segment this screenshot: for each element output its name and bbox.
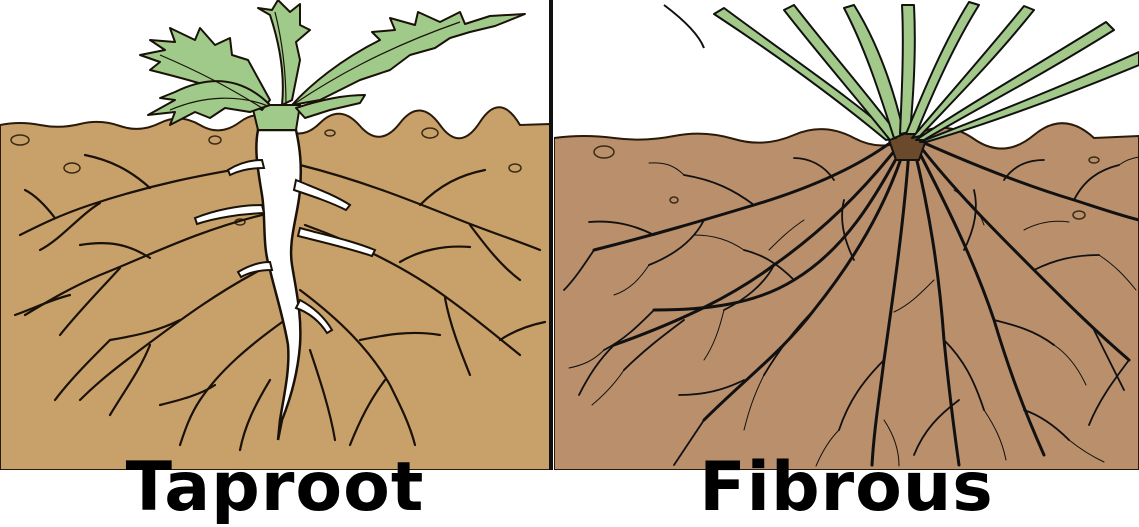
taproot-illustration <box>0 0 550 470</box>
panel-divider <box>549 0 553 470</box>
taproot-label: Taproot <box>0 455 550 521</box>
fibrous-panel <box>554 0 1139 470</box>
soil-area <box>554 123 1139 470</box>
taproot-panel <box>0 0 550 470</box>
fibrous-label: Fibrous <box>554 455 1139 521</box>
fibrous-illustration <box>554 0 1139 470</box>
